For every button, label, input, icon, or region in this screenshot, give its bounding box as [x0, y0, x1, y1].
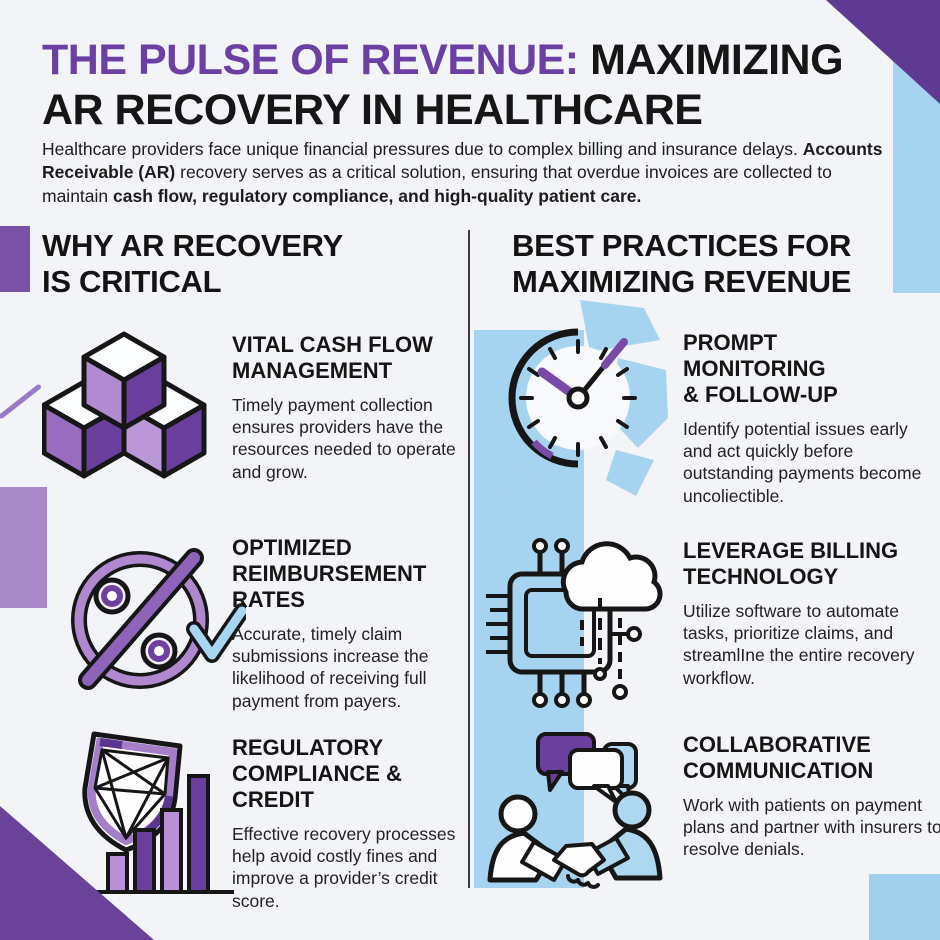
right-column-heading: BEST PRACTICES FOR MAXIMIZING REVENUE	[512, 228, 852, 299]
item-body: Work with patients on payment plans and …	[683, 794, 940, 860]
item-title: OPTIMIZED REIMBURSEMENT RATES	[232, 535, 427, 612]
left-column-heading: WHY AR RECOVERY IS CRITICAL	[42, 228, 343, 299]
page-title-rest: MAXIMIZING AR RECOVERY IN HEALTHCARE	[42, 36, 844, 134]
left-edge-lavender-rect	[0, 487, 47, 608]
top-right-blue-rect	[893, 60, 940, 293]
item-body: Utilize software to automate tasks, prio…	[683, 600, 915, 688]
item-body: Effective recovery processes help avoid …	[232, 823, 456, 911]
item-title: VITAL CASH FLOW MANAGEMENT	[232, 332, 433, 383]
item-title: REGULATORY COMPLIANCE & CREDIT	[232, 735, 402, 812]
list-item: LEVERAGE BILLING TECHNOLOGY Utilize soft…	[683, 538, 940, 689]
left-header-purple-square	[0, 226, 30, 292]
list-item: REGULATORY COMPLIANCE & CREDIT Effective…	[232, 735, 470, 912]
list-item: COLLABORATIVE COMMUNICATION Work with pa…	[683, 732, 940, 861]
percent-check-icon	[71, 548, 246, 690]
item-body: Timely payment collection ensures provid…	[232, 394, 456, 482]
column-divider	[468, 230, 470, 888]
item-title: LEVERAGE BILLING TECHNOLOGY	[683, 538, 899, 589]
shield-growth-icon	[82, 731, 234, 894]
item-body: Accurate, timely claim submissions incre…	[232, 623, 429, 711]
billing-technology-icon	[486, 538, 663, 708]
item-title: PROMPT MONITORING & FOLLOW-UP	[683, 330, 838, 407]
page-title: THE PULSE OF REVENUE: MAXIMIZING AR RECO…	[42, 36, 872, 136]
list-item: OPTIMIZED REIMBURSEMENT RATES Accurate, …	[232, 535, 464, 712]
intro-paragraph: Healthcare providers face unique financi…	[42, 139, 883, 206]
page-title-accent: THE PULSE OF REVENUE:	[42, 36, 591, 84]
list-item: VITAL CASH FLOW MANAGEMENT Timely paymen…	[232, 332, 464, 483]
handshake-icon	[487, 732, 663, 889]
item-title: COLLABORATIVE COMMUNICATION	[683, 732, 874, 783]
bottom-right-blue-square	[869, 874, 940, 940]
clock-icon	[484, 300, 668, 510]
item-body: Identify potential issues early and act …	[683, 418, 922, 506]
list-item: PROMPT MONITORING & FOLLOW-UP Identify p…	[683, 330, 939, 507]
cubes-icon	[42, 331, 207, 479]
left-edge-diagonal-line	[0, 383, 43, 420]
